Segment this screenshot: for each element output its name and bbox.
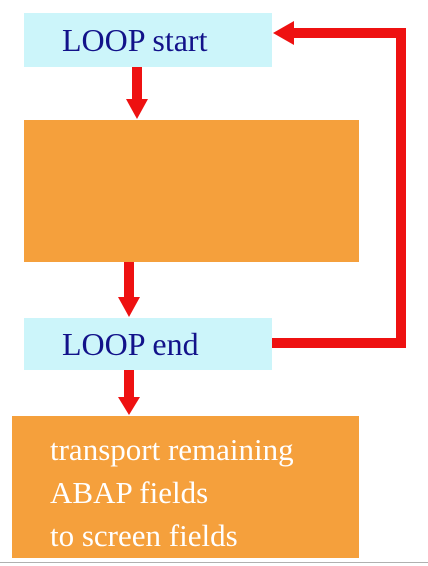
loop-start-box: LOOP start xyxy=(24,13,272,67)
loop-end-box: LOOP end xyxy=(24,318,272,370)
bottom-divider xyxy=(0,562,428,563)
loop-start-label: LOOP start xyxy=(62,22,208,58)
process-box xyxy=(24,120,359,262)
arrow-start-to-process xyxy=(126,67,148,119)
transport-label: transport remaining ABAP fields to scree… xyxy=(50,428,294,557)
arrow-end-to-transport xyxy=(118,370,140,415)
transport-label-line-3: to screen fields xyxy=(50,518,238,553)
arrow-process-to-end xyxy=(118,262,140,317)
loop-end-label: LOOP end xyxy=(62,326,199,362)
transport-label-line-1: transport remaining xyxy=(50,432,294,467)
transport-box: transport remaining ABAP fields to scree… xyxy=(12,416,359,558)
transport-label-line-2: ABAP fields xyxy=(50,475,209,510)
